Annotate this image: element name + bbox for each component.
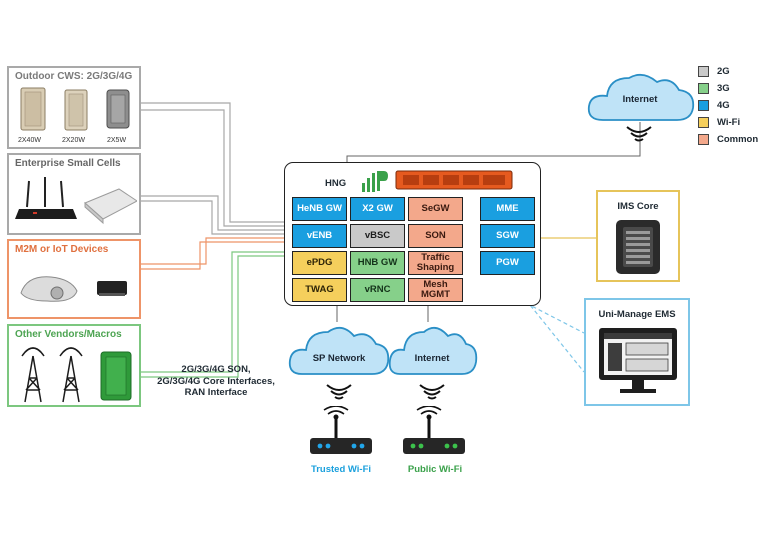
hng-logo-icon	[362, 171, 388, 192]
public-wifi-label: Public Wi-Fi	[407, 464, 463, 475]
wireless-signal-icon	[326, 384, 352, 400]
cell-mme: MME	[480, 197, 535, 221]
legend-wifi-swatch	[698, 117, 709, 128]
legend-4g-label: 4G	[717, 100, 730, 111]
wireless-signal-icon	[419, 384, 445, 400]
wireless-signal-icon	[626, 126, 652, 142]
internet-cloud-bottom-label: Internet	[414, 353, 450, 364]
outdoor-cws-group: Outdoor CWS: 2G/3G/4G 2X40W 2X20W 2X5W	[7, 66, 141, 149]
interfaces-note-line3: RAN Interface	[184, 387, 248, 398]
legend-3g-swatch	[698, 83, 709, 94]
cell-epdg: ePDG	[292, 251, 347, 275]
iot-devices-icon	[20, 276, 127, 302]
macro-tower-icon	[21, 347, 132, 403]
cell-x2-gw: X2 GW	[350, 197, 405, 221]
cell-vbsc: vBSC	[350, 224, 405, 248]
cell-sgw: SGW	[480, 224, 535, 248]
outdoor-caption-2: 2X20W	[62, 137, 85, 144]
outdoor-radio-units-icon	[20, 87, 130, 131]
m2m-iot-group: M2M or IoT Devices	[7, 239, 141, 319]
legend-common-swatch	[698, 134, 709, 145]
vendors-title: Other Vendors/Macros	[15, 329, 122, 340]
trusted-wifi-label: Trusted Wi-Fi	[310, 464, 372, 475]
internet-cloud-top-label: Internet	[622, 94, 658, 105]
hng-label: HNG	[325, 178, 347, 189]
sp-network-cloud-icon	[288, 326, 390, 375]
cell-vrnc: vRNC	[350, 278, 405, 302]
outdoor-caption-1: 2X40W	[18, 137, 41, 144]
interfaces-note-line1: 2G/3G/4G SON,	[181, 364, 251, 375]
ims-core-box: IMS Core	[596, 190, 680, 282]
enterprise-small-cells-group: Enterprise Small Cells	[7, 153, 141, 235]
cell-segw: SeGW	[408, 197, 463, 221]
legend-2g-label: 2G	[717, 66, 730, 77]
interfaces-note-line2: 2G/3G/4G Core Interfaces,	[157, 375, 275, 387]
uni-manage-ems-box: Uni-Manage EMS	[584, 298, 690, 406]
outdoor-cws-title: Outdoor CWS: 2G/3G/4G	[15, 71, 133, 82]
cell-pgw: PGW	[480, 251, 535, 275]
ims-core-title: IMS Core	[617, 201, 659, 212]
small-cell-router-icon	[15, 177, 137, 225]
hng-server-icon	[395, 170, 513, 190]
monitor-icon	[599, 328, 677, 393]
legend-common-label: Common	[717, 134, 759, 145]
ems-title: Uni-Manage EMS	[598, 309, 676, 320]
sp-network-cloud-label: SP Network	[312, 353, 366, 364]
internet-cloud-top-icon	[587, 73, 695, 121]
cell-venb: vENB	[292, 224, 347, 248]
cell-mesh-mgmt: Mesh MGMT	[408, 278, 463, 302]
legend-wifi-label: Wi-Fi	[717, 117, 741, 128]
outdoor-caption-3: 2X5W	[107, 137, 127, 144]
m2m-title: M2M or IoT Devices	[15, 244, 109, 255]
cell-hnb-gw: HNB GW	[350, 251, 405, 275]
enterprise-title: Enterprise Small Cells	[15, 158, 121, 169]
cell-son: SON	[408, 224, 463, 248]
legend-2g-swatch	[698, 66, 709, 77]
cell-twag: TWAG	[292, 278, 347, 302]
other-vendors-group: Other Vendors/Macros	[7, 324, 141, 407]
legend-4g-swatch	[698, 100, 709, 111]
trusted-wifi-router-icon	[310, 406, 372, 454]
interfaces-note: 2G/3G/4G SON, 2G/3G/4G Core Interfaces, …	[146, 364, 286, 399]
public-wifi-router-icon	[403, 406, 465, 454]
legend-3g-label: 3G	[717, 83, 730, 94]
server-rack-icon	[616, 220, 660, 274]
cell-henb-gw: HeNB GW	[292, 197, 347, 221]
internet-cloud-bottom-icon	[388, 326, 478, 375]
cell-traffic-shaping: Traffic Shaping	[408, 251, 463, 275]
